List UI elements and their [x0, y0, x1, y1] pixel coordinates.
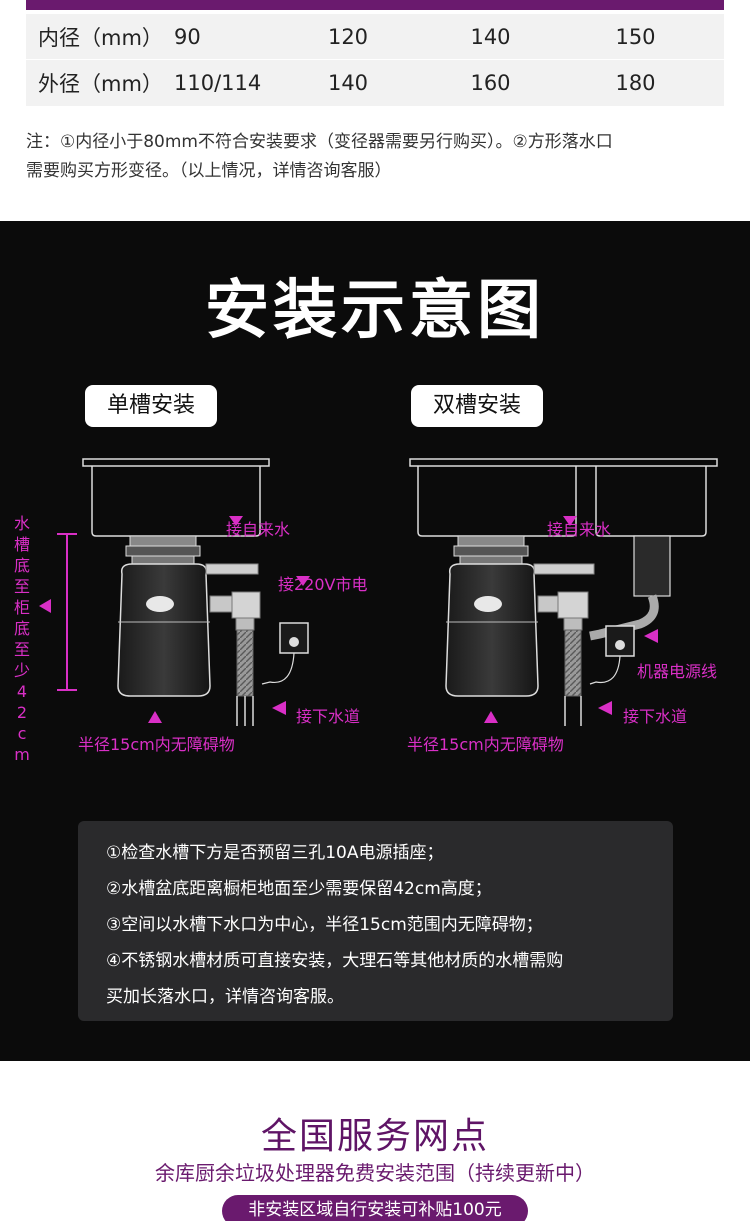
install-diagram-section: 安装示意图 单槽安装 双槽安装: [0, 221, 750, 1061]
table-cell: 140: [470, 24, 511, 49]
row-label: 内径（mm）: [38, 25, 163, 50]
service-network-section: 全国服务网点 余库厨余垃圾处理器免费安装范围（持续更新中） 非安装区域自行安装可…: [0, 1061, 750, 1221]
height-requirement-label: 水槽底至柜底至少42cm: [13, 514, 30, 764]
requirement-item: ①检查水槽下方是否预留三孔10A电源插座；: [106, 843, 444, 863]
single-sink-drawing: [39, 458, 310, 726]
subsidy-badge: 非安装区域自行安装可补贴100元: [222, 1195, 528, 1221]
service-subtitle: 余库厨余垃圾处理器免费安装范围（持续更新中）: [155, 1161, 595, 1185]
requirement-item: ③空间以水槽下水口为中心，半径15cm范围内无障碍物；: [106, 915, 543, 935]
table-cell: 110/114: [174, 71, 262, 95]
requirement-item: ④不锈钢水槽材质可直接安装，大理石等其他材质的水槽需购: [106, 951, 564, 971]
double-sink-drawing: [409, 458, 718, 726]
table-cell: 120: [327, 24, 369, 49]
single-clearance-label: 半径15cm内无障碍物: [78, 735, 235, 754]
requirement-item: ②水槽盆底距离橱柜地面至少需要保留42cm高度；: [106, 879, 492, 899]
single-drain-label: 接下水道: [296, 707, 361, 726]
note-line-1: 注：①内径小于80mm不符合安装要求（变径器需要另行购买）。②方形落水口: [26, 132, 613, 152]
table-row-outer-diameter: 外径（mm） 110/114 140 160 180: [26, 60, 724, 106]
single-power-label: 接220V市电: [278, 575, 368, 594]
single-water-in-label: 接自来水: [226, 520, 291, 539]
double-drain-label: 接下水道: [623, 707, 688, 726]
table-row-inner-diameter: 内径（mm） 90 120 140 150: [26, 14, 724, 60]
double-clearance-label: 半径15cm内无障碍物: [407, 735, 564, 754]
note-line-2: 需要购买方形变径。（以上情况，详情咨询客服）: [26, 161, 392, 181]
install-requirements-panel: ①检查水槽下方是否预留三孔10A电源插座； ②水槽盆底距离橱柜地面至少需要保留4…: [78, 821, 673, 1021]
double-sink-label: 双槽安装: [411, 385, 543, 427]
diameter-table: 内径（mm） 90 120 140 150 外径（mm） 110/114 140…: [26, 14, 724, 106]
table-cell: 180: [615, 71, 656, 95]
install-diagram-illustration: [39, 458, 718, 726]
double-water-in-label: 接自来水: [547, 520, 612, 539]
table-cell: 150: [615, 24, 656, 49]
single-sink-label: 单槽安装: [85, 385, 217, 427]
section-title: 安装示意图: [205, 274, 545, 348]
table-top-bar: [26, 0, 724, 10]
double-power-cord-label: 机器电源线: [637, 662, 718, 681]
requirement-item: 买加长落水口，详情咨询客服。: [106, 987, 344, 1007]
table-cell: 90: [174, 24, 201, 49]
service-title: 全国服务网点: [260, 1116, 489, 1157]
table-cell: 160: [470, 71, 511, 95]
table-cell: 140: [327, 71, 369, 95]
row-label: 外径（mm）: [38, 72, 163, 96]
install-note: 注：①内径小于80mm不符合安装要求（变径器需要另行购买）。②方形落水口 需要购…: [26, 128, 726, 186]
